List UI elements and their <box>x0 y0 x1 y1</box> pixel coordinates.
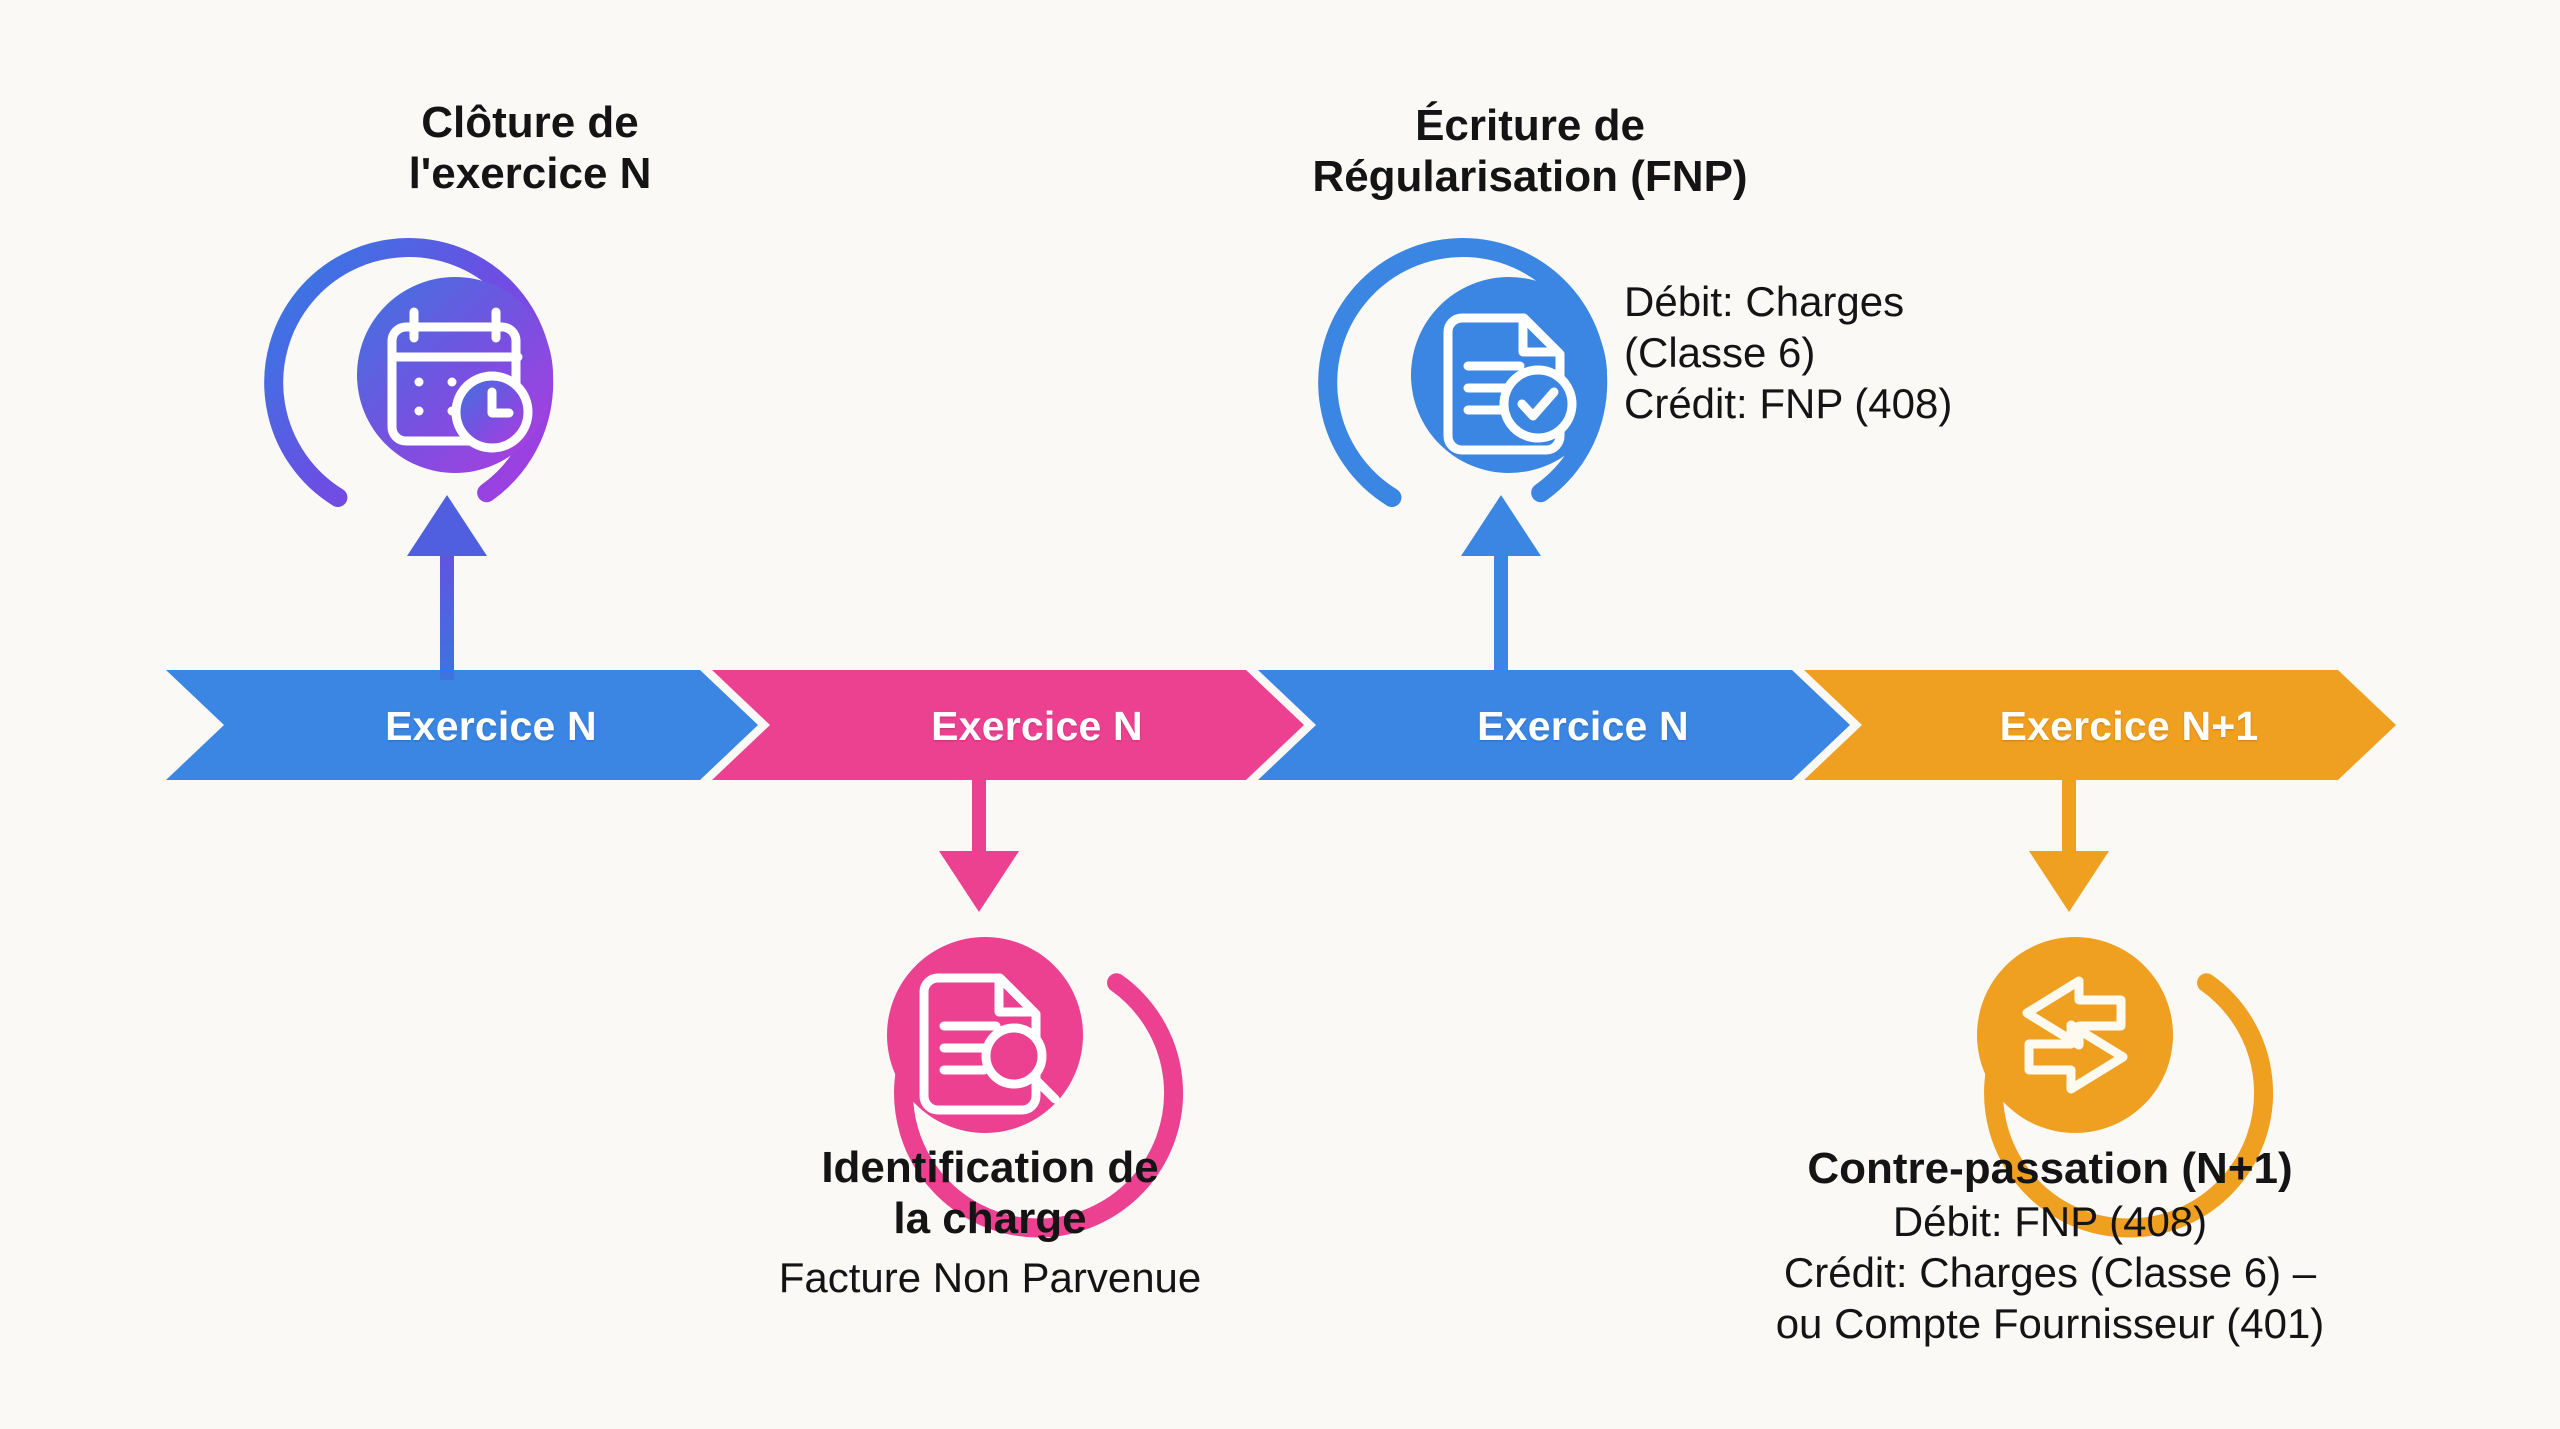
node-ecriture-detail-1: Débit: Charges <box>1624 278 1905 325</box>
timeline-bands <box>166 670 2396 780</box>
node-ecriture-title: Écriture de Régularisation (FNP) <box>1290 100 1770 202</box>
node-cloture-title-line1: Clôture de <box>421 98 639 147</box>
timeline-band-4[interactable] <box>1804 670 2396 780</box>
connector-ecriture <box>1461 495 1541 680</box>
node-identification-title-line1: Identification de <box>821 1143 1159 1192</box>
node-ecriture-title-line2: Régularisation (FNP) <box>1312 152 1748 202</box>
timeline-band-label-3: Exercice N <box>1477 703 1689 749</box>
node-contre-passation-detail-3: ou Compte Fournisseur (401) <box>1775 1300 2325 1348</box>
node-identification[interactable] <box>886 937 1189 1245</box>
node-contre-passation-details: Débit: FNP (408) Crédit: Charges (Classe… <box>1660 1196 2440 1350</box>
node-cloture-title: Clôture de l'exercice N <box>340 97 720 199</box>
node-identification-title-line2: la charge <box>893 1194 1087 1244</box>
node-identification-subtitle: Facture Non Parvenue <box>778 1254 1202 1301</box>
node-ecriture-detail-3: Crédit: FNP (408) <box>1624 380 1953 428</box>
node-contre-passation[interactable] <box>1976 937 2279 1245</box>
timeline-band-label-2: Exercice N <box>931 703 1143 749</box>
node-contre-passation-detail-1: Débit: FNP (408) <box>1892 1198 2208 1245</box>
node-circle <box>887 937 1083 1133</box>
node-ecriture-title-line1: Écriture de <box>1415 101 1645 150</box>
node-cloture-title-line2: l'exercice N <box>408 149 652 199</box>
timeline-band-1[interactable] <box>166 670 758 780</box>
document-search-icon <box>919 973 1060 1115</box>
timeline-band-3[interactable] <box>1258 670 1850 780</box>
connector-cloture <box>407 495 487 680</box>
node-ecriture-detail-2: (Classe 6) <box>1624 329 1816 377</box>
connector-contre-passation <box>2029 780 2109 912</box>
node-ecriture-regularisation[interactable] <box>1310 230 1613 520</box>
node-circle <box>1411 277 1607 473</box>
calendar-clock-icon <box>387 307 533 453</box>
exchange-arrows-icon <box>2022 976 2128 1094</box>
connector-identification <box>939 780 1019 912</box>
timeline-band-2[interactable] <box>712 670 1304 780</box>
document-check-icon <box>1443 313 1577 455</box>
timeline-band-label-4: Exercice N+1 <box>1999 703 2259 749</box>
node-identification-title: Identification de la charge <box>700 1142 1280 1244</box>
node-cloture[interactable] <box>256 230 559 520</box>
node-contre-passation-detail-2: Crédit: Charges (Classe 6) – <box>1783 1249 2317 1297</box>
timeline-band-label-1: Exercice N <box>385 703 597 749</box>
node-ecriture-details: Débit: Charges (Classe 6) Crédit: FNP (4… <box>1624 276 2054 430</box>
node-contre-passation-title: Contre-passation (N+1) <box>1807 1144 2293 1193</box>
